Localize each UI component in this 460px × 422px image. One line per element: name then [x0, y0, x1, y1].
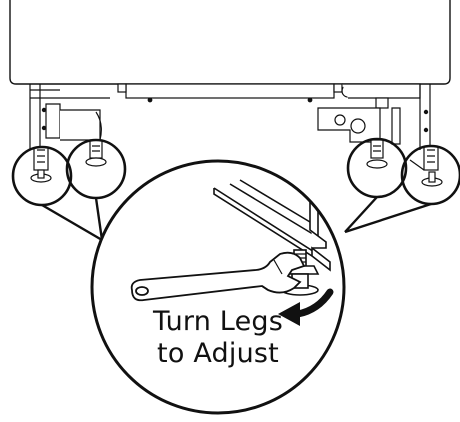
leg-detail-circle-4	[400, 144, 460, 206]
leg-detail-circle-1	[11, 145, 73, 207]
leader-lines	[41, 196, 432, 242]
curved-arrow-icon	[278, 288, 334, 326]
appliance-cabinet	[9, 0, 451, 85]
leg-detail-circle-3	[346, 137, 408, 199]
instruction-line-1: Turn Legs	[152, 306, 283, 337]
leg-detail-circle-2	[65, 138, 127, 200]
adjustable-wrench-icon	[130, 251, 306, 302]
adjust-instruction-label: Turn Legs to Adjust	[118, 306, 318, 370]
appliance-base-frame	[29, 83, 431, 160]
instruction-line-2: to Adjust	[157, 338, 279, 369]
magnified-detail-circle	[90, 159, 346, 415]
